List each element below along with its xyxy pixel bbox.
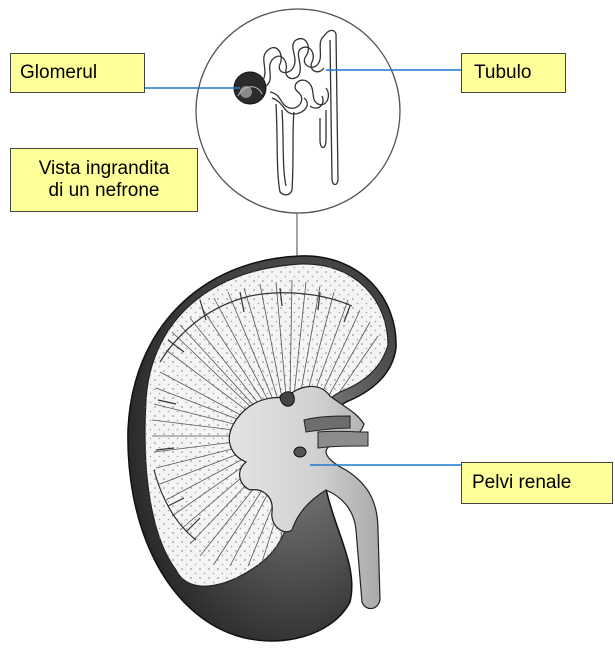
pelvi-label: Pelvi renale — [461, 462, 613, 504]
nephron-view-label: Vista ingrandita di un nefrone — [10, 148, 198, 212]
pelvi-label-text: Pelvi renale — [472, 472, 571, 494]
glomerul-label-text: Glomerul — [20, 62, 97, 84]
kidney — [128, 255, 400, 641]
tubulo-label: Tubulo — [461, 53, 566, 93]
glomerul-label: Glomerul — [10, 53, 145, 93]
nephron-view-line2: di un nefrone — [49, 180, 160, 202]
nephron-magnifier — [196, 9, 400, 262]
nephron-view-line1: Vista ingrandita — [39, 158, 170, 180]
tubulo-label-text: Tubulo — [474, 62, 531, 84]
